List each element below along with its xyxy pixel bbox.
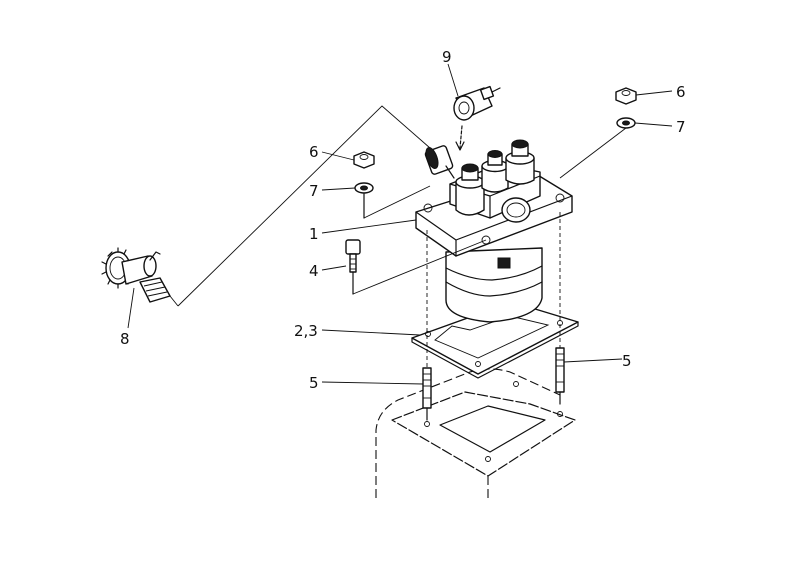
stud-right — [555, 347, 565, 417]
drive-gear-part — [101, 247, 171, 303]
nut-right — [615, 87, 637, 105]
stud-left — [422, 367, 432, 427]
callout-6-left: 6 — [309, 143, 319, 161]
nut-left — [353, 151, 375, 169]
engine-housing-outline — [375, 368, 576, 498]
callout-9: 9 — [442, 48, 452, 66]
callout-4: 4 — [309, 262, 319, 280]
bolt-part — [345, 239, 361, 295]
leader-lines — [127, 63, 673, 385]
delivery-valve-rear — [505, 139, 535, 185]
callout-8: 8 — [120, 330, 130, 348]
delivery-valve-front — [455, 163, 485, 216]
callout-6-right: 6 — [676, 83, 686, 101]
callout-7-right: 7 — [676, 118, 686, 136]
fuel-inlet-fitting — [424, 145, 455, 179]
callout-1: 1 — [309, 225, 319, 243]
banjo-bolt-part — [453, 85, 501, 151]
callout-2-3: 2,3 — [294, 322, 318, 340]
callout-5-right: 5 — [622, 352, 632, 370]
washer-right — [616, 117, 636, 129]
callout-5-left: 5 — [309, 374, 319, 392]
callout-7-left: 7 — [309, 182, 319, 200]
injection-pump-part — [415, 139, 573, 323]
washer-left — [354, 182, 374, 219]
delivery-valve-middle — [481, 150, 509, 193]
